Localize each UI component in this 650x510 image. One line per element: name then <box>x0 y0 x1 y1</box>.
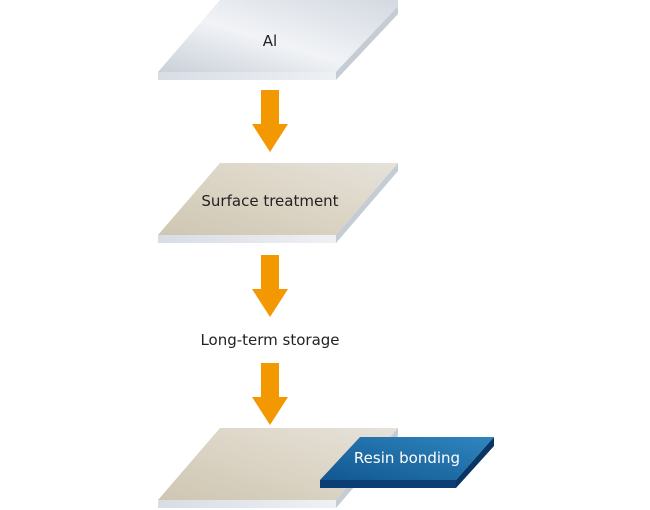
resin-block-top <box>320 437 494 480</box>
resin-block-side <box>456 437 494 488</box>
arrow-down-2 <box>252 255 288 317</box>
arrow-down-1 <box>252 90 288 152</box>
treated-plate-side-edge <box>336 163 398 243</box>
al-plate-top <box>158 0 398 72</box>
resin-block: Resin bonding <box>320 437 494 488</box>
al-plate-side-edge <box>336 6 398 80</box>
treated-plate-label: Surface treatment <box>201 192 338 210</box>
storage-step-label: Long-term storage <box>200 331 339 349</box>
arrow-down-icon <box>252 363 288 425</box>
treated-plate: Surface treatment <box>158 163 398 243</box>
arrow-down-icon <box>252 90 288 152</box>
arrow-down-icon <box>252 255 288 317</box>
al-plate-front-edge <box>158 72 336 80</box>
bonded-plate-front-edge <box>158 500 336 508</box>
treated-plate-front-edge <box>158 235 336 243</box>
resin-block-front <box>320 480 456 488</box>
resin-block-label: Resin bonding <box>354 449 460 467</box>
al-plate: Al <box>158 0 398 80</box>
arrow-down-3 <box>252 363 288 425</box>
treated-plate-top <box>158 163 398 235</box>
al-plate-label: Al <box>263 32 277 50</box>
